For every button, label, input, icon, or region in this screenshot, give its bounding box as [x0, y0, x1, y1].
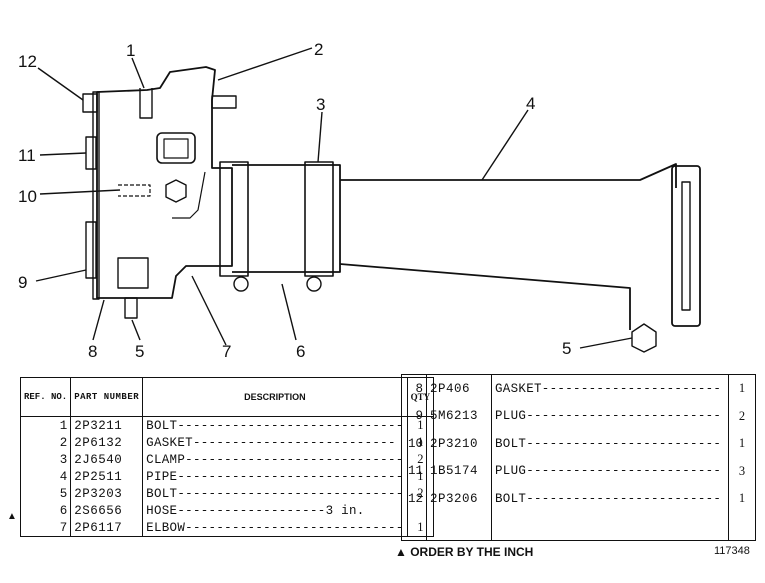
header-desc: DESCRIPTION	[142, 377, 408, 417]
callout-3: 3	[316, 95, 325, 114]
elbow-housing	[96, 66, 233, 299]
callout-11: 11	[18, 146, 36, 165]
drawing-number: 117348	[714, 545, 750, 557]
callout-5-bottom: 5	[135, 342, 144, 361]
table-empty-row	[401, 512, 756, 541]
callout-12: 12	[18, 52, 37, 71]
callout-8: 8	[88, 342, 97, 361]
callout-9: 9	[18, 273, 27, 292]
order-by-inch-marker: ▲	[7, 511, 17, 522]
callout-4: 4	[526, 94, 535, 113]
callout-6: 6	[296, 342, 305, 361]
callout-1: 1	[126, 41, 135, 60]
hose	[232, 164, 341, 273]
exhaust-pipe	[339, 163, 677, 330]
callout-10: 10	[18, 187, 37, 206]
callout-5-flange: 5	[562, 339, 571, 358]
callout-7: 7	[222, 342, 231, 361]
clamp-right	[304, 161, 334, 277]
header-part: PART NUMBER	[70, 377, 144, 417]
clamp-left	[219, 161, 249, 277]
exploded-parts-diagram: 1 2 3 4 5 6 7 5 8 9 10 11 12	[18, 40, 701, 361]
header-ref: REF. NO.	[19, 377, 72, 417]
callout-2: 2	[314, 40, 323, 59]
footnote: ▲ ORDER BY THE INCH	[395, 545, 534, 559]
